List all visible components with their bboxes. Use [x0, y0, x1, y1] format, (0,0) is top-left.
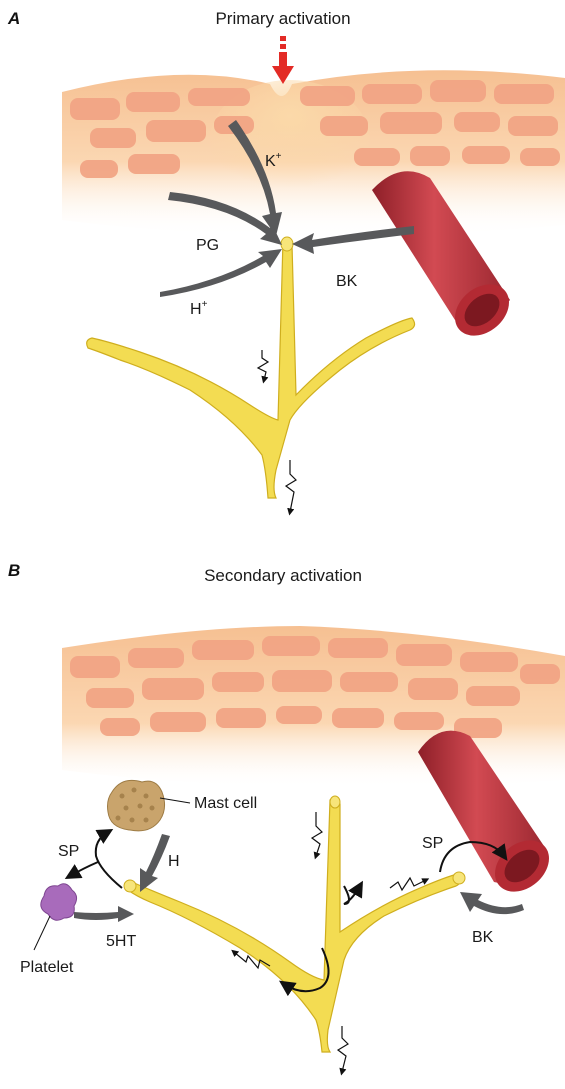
label-bk: BK [336, 273, 358, 290]
platelet [34, 884, 77, 950]
panel-a: A Primary activation [7, 9, 565, 512]
impulse-arrow [286, 460, 296, 512]
label-5ht: 5HT [106, 933, 136, 950]
5ht-arrow [74, 906, 134, 922]
platelet-leader-line [34, 916, 50, 950]
label-sp-left: SP [58, 843, 79, 860]
panel-a-title: Primary activation [215, 9, 350, 28]
panel-b-title: Secondary activation [204, 566, 362, 585]
bk-arrow-b [460, 892, 524, 914]
mast-cell [108, 780, 191, 831]
impulse-arrow [258, 350, 268, 380]
panel-b-letter: B [8, 561, 20, 580]
skin-tissue-b [62, 626, 565, 788]
nerve-fiber-a [87, 237, 415, 498]
sp-to-platelet-arrow [70, 862, 98, 876]
impulse-arrow [338, 1026, 348, 1072]
nerve-fiber-b [124, 796, 465, 1052]
label-platelet: Platelet [20, 959, 74, 976]
stimulus-arrow [272, 36, 294, 84]
sp-release-arrow-left [96, 832, 122, 888]
panel-b: B Secondary activation [8, 561, 565, 1072]
label-pg: PG [196, 237, 219, 254]
label-h: H+ [190, 299, 208, 318]
h-arrow-b [140, 834, 170, 892]
label-sp-right: SP [422, 835, 443, 852]
impulse-arrow [312, 812, 322, 856]
skin-tissue-a [62, 70, 565, 236]
label-mast-cell: Mast cell [194, 795, 257, 812]
label-bk-b: BK [472, 929, 494, 946]
antidromic-arrow-2 [344, 886, 360, 904]
label-h-b: H [168, 853, 180, 870]
h-arrow [160, 249, 282, 297]
panel-a-letter: A [7, 9, 20, 28]
